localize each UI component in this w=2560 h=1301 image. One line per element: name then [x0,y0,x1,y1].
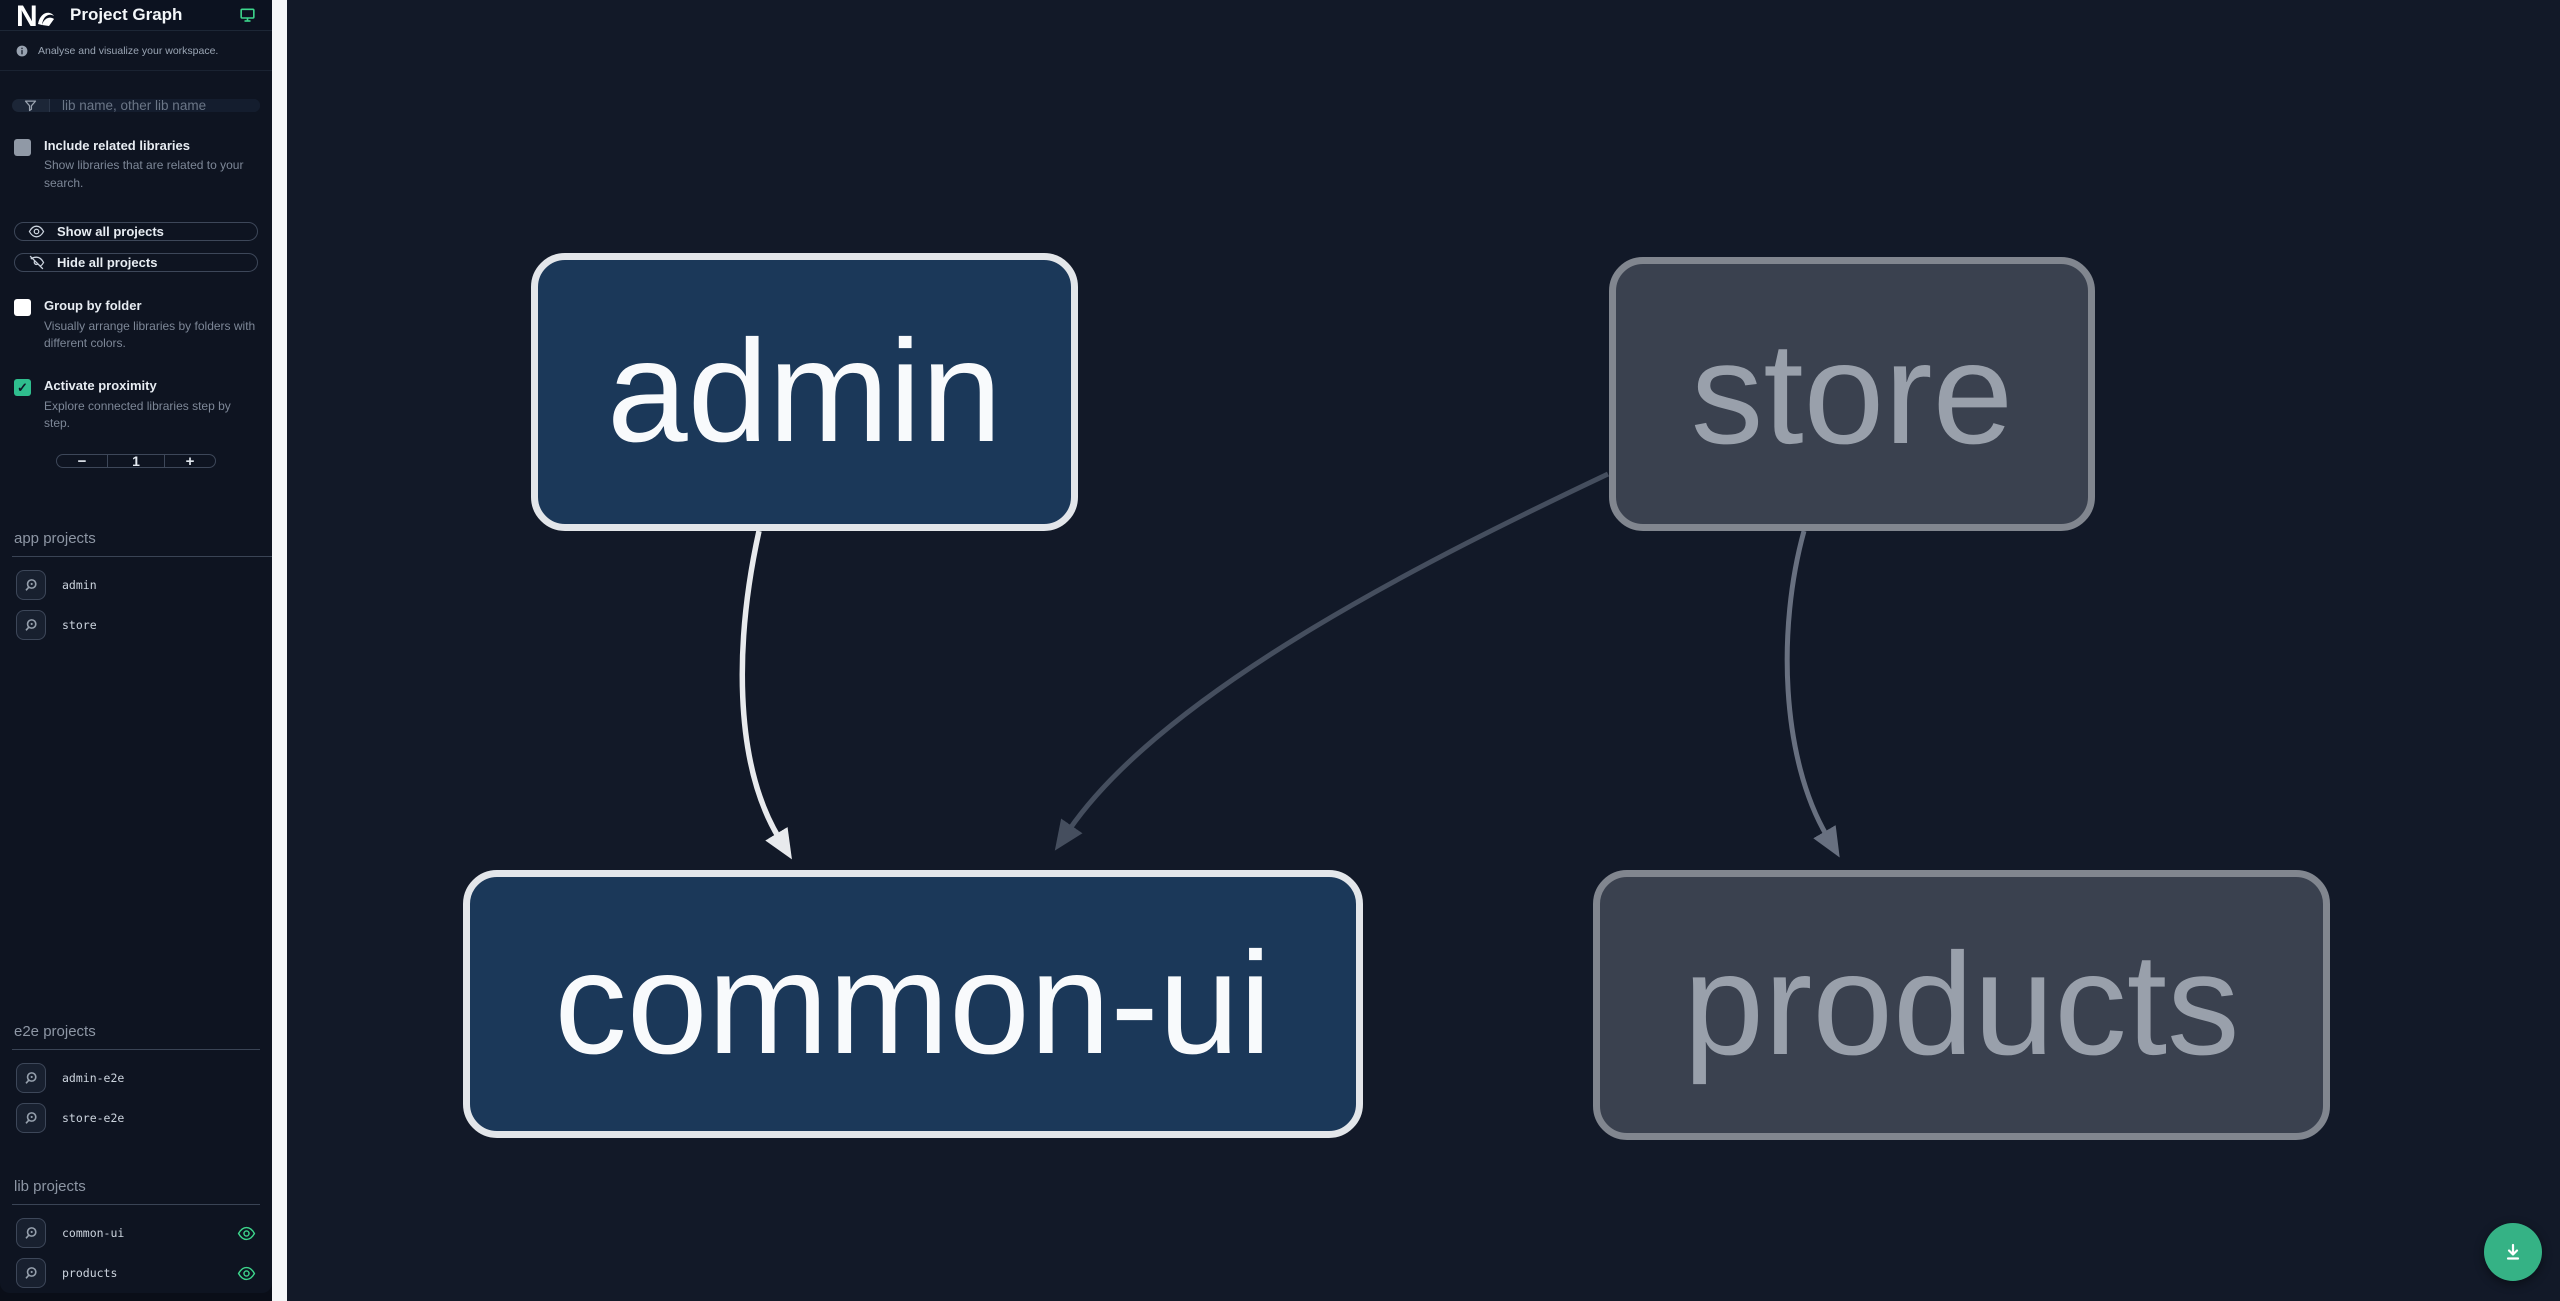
edge-admin-to-common-ui[interactable] [739,530,792,860]
include-related-label: Include related libraries [44,138,190,154]
focus-project-button[interactable] [16,1258,46,1288]
project-list: admin store [12,565,272,645]
sidebar-header: N Project Graph [0,0,272,31]
eye-off-icon [29,255,45,270]
project-row: admin [12,565,272,605]
download-icon [2506,1243,2520,1260]
proximity-stepper: − 1 + [56,454,216,468]
show-all-label: Show all projects [57,224,164,240]
focus-project-button[interactable] [16,1218,46,1248]
section-e2e-projects: e2e projects admin-e2e store-e2e [12,1023,260,1138]
section-title: app projects [12,530,272,557]
svg-text:N: N [16,0,38,30]
graph-node-common-ui[interactable]: common-ui [463,870,1363,1138]
activate-proximity-checkbox[interactable] [14,379,31,397]
group-by-folder-checkbox[interactable] [14,299,31,317]
eye-icon [237,1266,255,1280]
include-related-desc: Show libraries that are related to your … [44,158,244,190]
group-by-folder-desc: Visually arrange libraries by folders wi… [44,318,256,350]
graph-edges [739,471,1840,860]
project-name: common-ui [62,1226,125,1240]
sidebar-resize-divider[interactable] [272,0,287,1301]
app-title: Project Graph [70,5,183,24]
graph-node-products[interactable]: products [1593,870,2330,1140]
graph-node-store[interactable]: store [1609,257,2095,531]
focus-project-icon [25,1112,37,1124]
group-by-folder-label: Group by folder [44,298,142,314]
project-row: store-e2e [12,1098,260,1138]
monitor-icon [240,8,255,22]
section-app-projects: app projects admin store [12,530,272,983]
activate-proximity-option: Activate proximity Explore connected lib… [0,378,272,432]
focus-project-icon [25,1072,37,1084]
focus-project-icon [25,1227,37,1239]
activate-proximity-label: Activate proximity [44,378,157,394]
toggle-visibility-button[interactable] [236,1263,256,1283]
section-title: e2e projects [12,1023,260,1050]
workspace-tagline: Analyse and visualize your workspace. [38,45,219,57]
search-input[interactable] [50,99,260,113]
project-filter [12,99,260,113]
focus-project-icon [25,578,37,591]
info-icon [16,45,28,57]
project-name: admin [62,577,97,592]
focus-project-button[interactable] [16,1063,46,1093]
project-name: admin-e2e [62,1071,125,1085]
show-all-projects-button[interactable]: Show all projects [14,222,258,242]
filter-funnel-icon [12,99,50,113]
edge-store-to-common-ui[interactable] [1054,471,1610,851]
eye-icon [28,225,45,238]
focus-project-button[interactable] [16,1103,46,1133]
project-row: common-ui [12,1213,260,1253]
focus-project-button[interactable] [16,569,46,600]
group-by-folder-option: Group by folder Visually arrange librari… [0,298,272,352]
project-name: store [62,617,97,632]
project-name: products [62,1266,118,1280]
focus-project-icon [25,1267,37,1279]
toggle-visibility-button[interactable] [236,1223,256,1243]
proximity-value[interactable]: 1 [107,455,165,467]
workspace-info-row: Analyse and visualize your workspace. [0,31,272,71]
activate-proximity-desc: Explore connected libraries step by step… [44,398,231,430]
project-name: store-e2e [62,1111,125,1125]
download-image-button[interactable] [2484,1223,2542,1281]
eye-icon [237,1226,255,1240]
section-title: lib projects [12,1178,260,1205]
include-related-option: Include related libraries Show libraries… [0,138,272,192]
project-row: admin-e2e [12,1058,260,1098]
project-list: admin-e2e store-e2e [12,1058,260,1138]
project-row: products [12,1253,260,1293]
include-related-checkbox[interactable] [14,139,31,157]
project-list: common-ui products [12,1213,260,1293]
proximity-increment-button[interactable]: + [165,455,215,467]
hide-all-label: Hide all projects [57,255,158,271]
focus-project-icon [25,618,37,631]
focus-project-button[interactable] [16,609,46,640]
hide-all-projects-button[interactable]: Hide all projects [14,253,258,273]
section-lib-projects: lib projects common-ui products [12,1178,260,1293]
edge-store-to-products[interactable] [1784,530,1840,858]
proximity-decrement-button[interactable]: − [57,455,107,467]
graph-canvas[interactable]: admin store common-ui products [287,0,2560,1301]
nx-logo: N [16,0,54,30]
graph-node-admin[interactable]: admin [531,253,1078,531]
sidebar: N Project Graph Analyse and visualize yo… [0,0,272,1293]
project-row: store [12,605,272,645]
